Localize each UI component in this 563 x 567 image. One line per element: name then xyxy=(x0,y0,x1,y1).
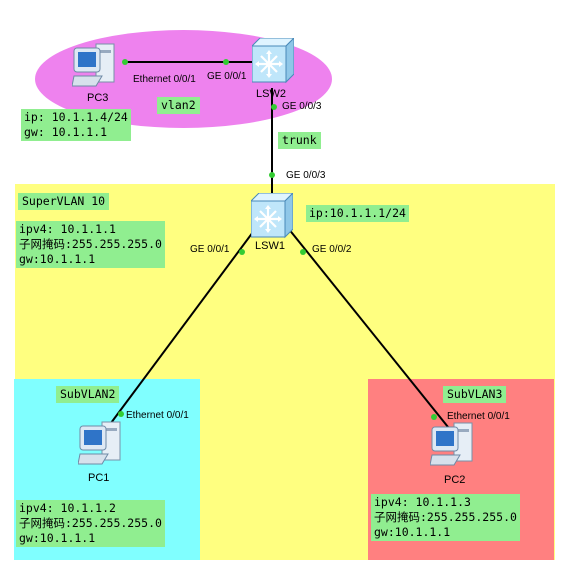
lsw2-port-left-label: GE 0/0/1 xyxy=(207,71,247,82)
lsw1-address-note: ip:10.1.1.1/24 xyxy=(306,205,409,222)
port-dot xyxy=(239,249,245,255)
supervlan-address-note: ipv4: 10.1.1.1 子网掩码:255.255.255.0 gw:10.… xyxy=(16,221,165,268)
lsw1-label: LSW1 xyxy=(255,240,285,252)
subvlan2-tag: SubVLAN2 xyxy=(56,386,120,403)
pc2-port-label: Ethernet 0/0/1 xyxy=(447,411,510,422)
vlan2-tag: vlan2 xyxy=(157,97,200,114)
lsw2-label: LSW2 xyxy=(256,88,286,100)
link-lsw1-pc2 xyxy=(287,227,449,428)
pc1-label: PC1 xyxy=(88,472,110,484)
pc3-address-note: ip: 10.1.1.4/24 gw: 10.1.1.1 xyxy=(21,109,131,141)
subvlan3-tag: SubVLAN3 xyxy=(443,386,507,403)
pc1-computer-icon[interactable] xyxy=(77,418,124,472)
port-dot xyxy=(269,172,275,178)
port-dot xyxy=(122,59,128,65)
lsw1-switch-icon[interactable] xyxy=(249,191,295,243)
pc3-label: PC3 xyxy=(87,92,109,104)
port-dot xyxy=(118,411,124,417)
pc1-address-note: ipv4: 10.1.1.2 子网掩码:255.255.255.0 gw:10.… xyxy=(16,500,165,547)
lsw2-port-down-label: GE 0/0/3 xyxy=(282,101,322,112)
lsw1-port-right-label: GE 0/0/2 xyxy=(312,244,352,255)
pc1-port-label: Ethernet 0/0/1 xyxy=(126,410,189,421)
pc3-port-label: Ethernet 0/0/1 xyxy=(133,74,196,85)
lsw2-switch-icon[interactable] xyxy=(250,36,296,88)
pc2-address-note: ipv4: 10.1.1.3 子网掩码:255.255.255.0 gw:10.… xyxy=(371,494,520,541)
pc2-computer-icon[interactable] xyxy=(429,419,476,473)
pc2-label: PC2 xyxy=(444,474,466,486)
port-dot xyxy=(300,249,306,255)
lsw1-port-up-label: GE 0/0/3 xyxy=(286,170,326,181)
lsw1-port-left-label: GE 0/0/1 xyxy=(190,244,230,255)
link-lsw1-pc1 xyxy=(107,227,257,428)
trunk-tag: trunk xyxy=(278,132,321,149)
supervlan-tag: SuperVLAN 10 xyxy=(18,193,110,210)
port-dot xyxy=(271,104,277,110)
pc3-computer-icon[interactable] xyxy=(71,40,118,94)
port-dot xyxy=(223,59,229,65)
port-dot xyxy=(431,414,437,420)
